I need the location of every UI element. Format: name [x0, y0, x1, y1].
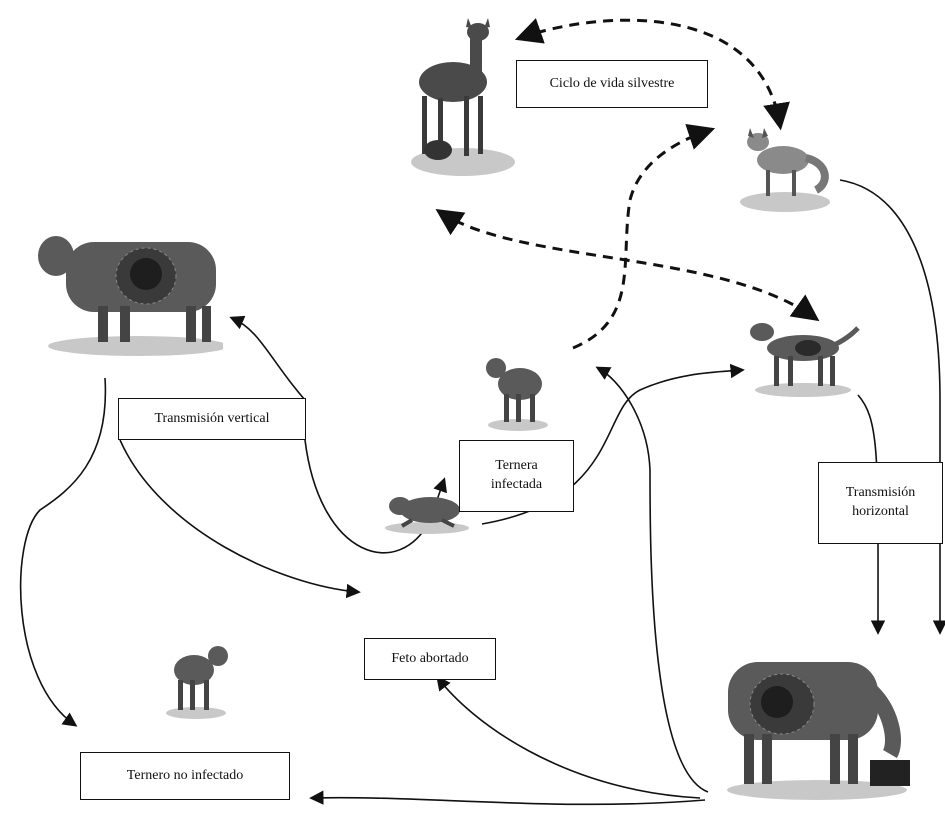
arrow-cow-to-fetus-label [436, 675, 701, 799]
arrow-calf-fox [572, 124, 716, 350]
arrow-cow-to-fetus [119, 439, 361, 599]
uninfected-calf-illustration [166, 646, 228, 719]
arrow-deer-fox [514, 18, 790, 131]
label-vertical-transmission: Transmisión vertical [118, 398, 306, 440]
label-infected-calf: Ternera infectada [459, 440, 574, 512]
label-horizontal-transmission: Transmisión horizontal [818, 462, 943, 544]
deer-illustration [411, 18, 515, 176]
grazing-cow-illustration [727, 662, 910, 800]
arrow-vertical-to-cow [229, 315, 306, 401]
dog-illustration [750, 323, 860, 397]
arrow-cow-to-calf [595, 366, 709, 793]
label-wild-cycle: Ciclo de vida silvestre [516, 60, 708, 108]
label-uninfected-calf: Ternero no infectado [80, 752, 290, 800]
arrow-dog-down [857, 394, 886, 635]
infected-cow-illustration [38, 236, 223, 356]
arrow-deer-dog [435, 209, 820, 322]
fox-illustration [740, 128, 830, 212]
arrow-fox-down [839, 179, 945, 635]
arrow-cow-to-uninfected-label [309, 790, 706, 806]
arrow-cow-to-uninfected [19, 377, 107, 727]
infected-calf-illustration [486, 358, 548, 431]
aborted-fetus-illustration [385, 497, 469, 534]
label-aborted-fetus: Feto abortado [364, 638, 496, 680]
